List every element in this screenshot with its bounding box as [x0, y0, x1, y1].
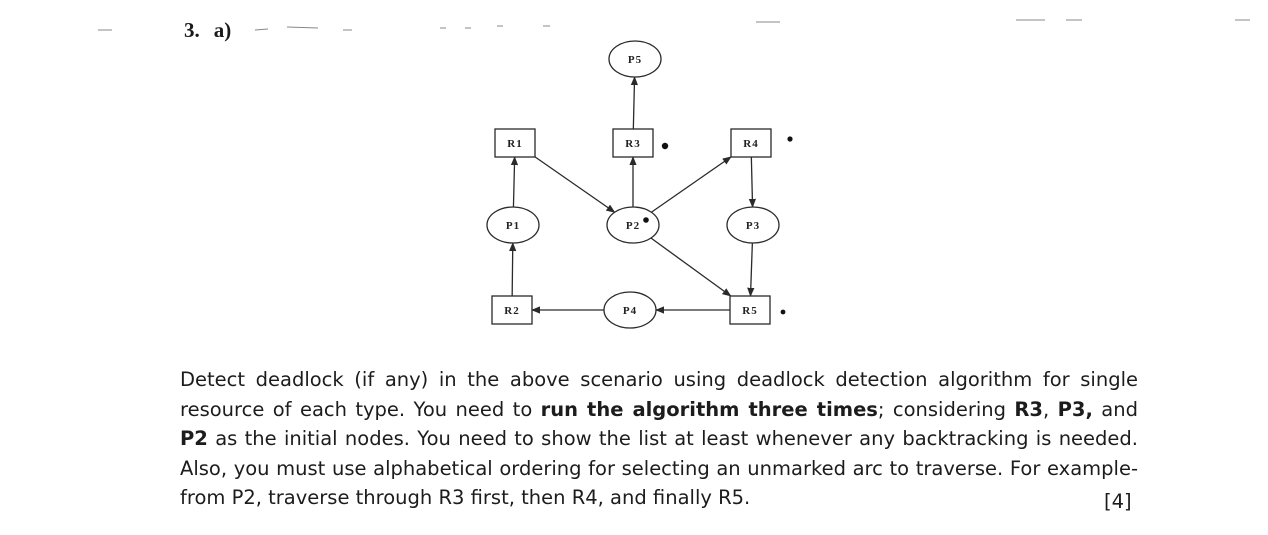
- node-shape: [494, 128, 536, 158]
- question-text-part-5: as the initial nodes. You need to show t…: [180, 427, 1138, 509]
- emphasis-p2: P2: [180, 427, 208, 450]
- node-shape: [491, 295, 533, 325]
- node-label: P2: [626, 220, 640, 232]
- process-node-p2: P2: [606, 206, 660, 244]
- ink-dot: [661, 142, 669, 150]
- node-shape: [730, 128, 772, 158]
- node-label: P5: [628, 54, 642, 66]
- marks-label: [4]: [1104, 490, 1132, 513]
- node-shape: [726, 206, 780, 244]
- process-node-p1: P1: [486, 206, 540, 244]
- question-number-label: 3.: [184, 18, 200, 42]
- emphasis-r3: R3: [1014, 397, 1044, 421]
- resource-node-r1: R1: [494, 128, 536, 158]
- ink-dot: [780, 309, 786, 315]
- node-label: R5: [742, 305, 757, 317]
- node-label: R1: [507, 138, 522, 150]
- scan-artifact: [286, 26, 319, 29]
- resource-node-r3: R3: [612, 128, 654, 158]
- scan-artifact: [254, 28, 269, 31]
- scan-marks: [98, 19, 1250, 31]
- question-text-part-4: and: [1092, 397, 1138, 421]
- node-label: R4: [743, 138, 758, 150]
- graph-edges: [509, 76, 757, 314]
- edge-p2-to-r5: [650, 237, 732, 297]
- node-shape: [608, 40, 662, 78]
- process-node-p5: P5: [608, 40, 662, 78]
- question-number: 3. a): [184, 18, 231, 43]
- question-text-part-2: ; considering: [877, 397, 1015, 421]
- question-text-part-3: ,: [1043, 397, 1058, 421]
- node-shape: [612, 128, 654, 158]
- node-shape: [486, 206, 540, 244]
- question-part-label: a): [213, 18, 232, 42]
- emphasis-run-three-times: run the algorithm three times: [540, 397, 878, 421]
- node-shape: [729, 295, 771, 325]
- resource-node-r4: R4: [730, 128, 772, 158]
- node-label: R3: [625, 138, 640, 150]
- edge-p3-to-r5: [747, 242, 755, 297]
- edge-p1-to-r1: [510, 156, 519, 208]
- node-label: P3: [746, 220, 760, 232]
- node-shape: [603, 291, 657, 329]
- process-node-p4: P4: [603, 291, 657, 329]
- instance-dots: [643, 136, 793, 315]
- edge-r4-to-p3: [748, 156, 757, 208]
- question-text: Detect deadlock (if any) in the above sc…: [180, 365, 1138, 513]
- node-label: P4: [623, 305, 637, 317]
- edge-p2-to-r4: [650, 156, 732, 213]
- resource-node-r2: R2: [491, 295, 533, 325]
- ink-dot: [787, 136, 793, 142]
- ink-dot: [643, 217, 649, 223]
- edge-r2-to-p1: [509, 242, 517, 297]
- question-text-part-1: Detect deadlock (if any) in the above sc…: [180, 368, 1138, 421]
- node-label: P1: [506, 220, 520, 232]
- resource-node-r5: R5: [729, 295, 771, 325]
- node-label: R2: [504, 305, 519, 317]
- process-node-p3: P3: [726, 206, 780, 244]
- edge-r3-to-p5: [630, 76, 639, 130]
- emphasis-p3: P3,: [1057, 397, 1093, 421]
- edge-r1-to-p2: [534, 156, 616, 213]
- node-shape: [606, 206, 660, 244]
